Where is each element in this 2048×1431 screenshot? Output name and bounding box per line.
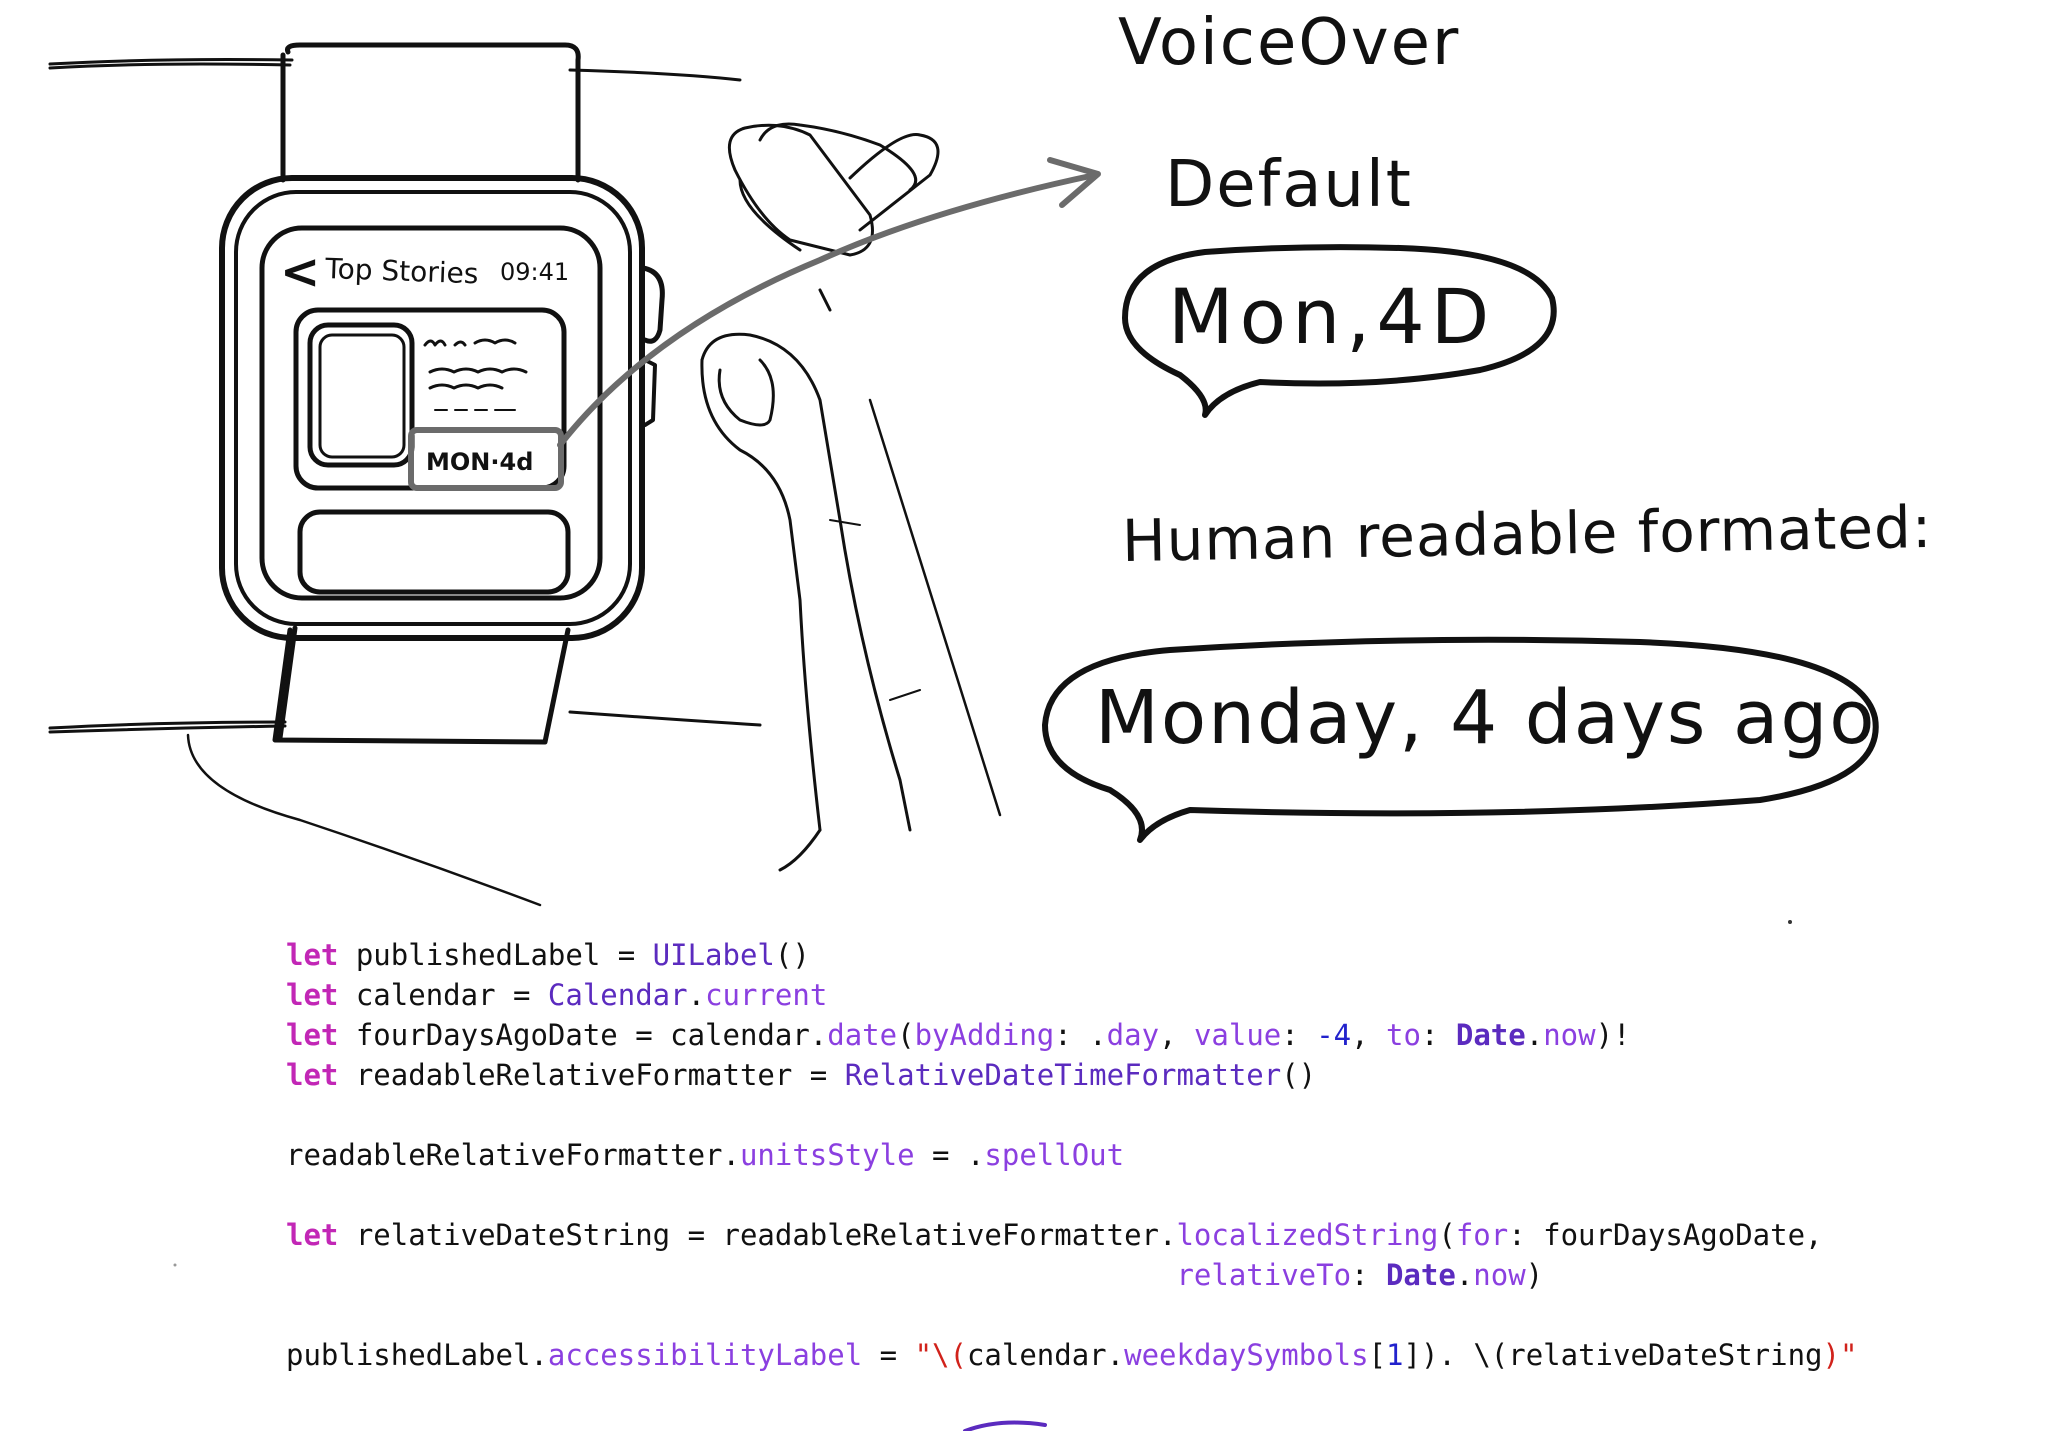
code-line-4: let readableRelativeFormatter = Relative… [286,1058,1317,1092]
human-readable-heading: Human readable formated: [1121,492,1933,576]
code-line-3: let fourDaysAgoDate = calendar.date(byAd… [286,1018,1631,1052]
watch-case [219,175,665,641]
default-heading: Default [1165,148,1413,222]
readable-speech-bubble [1042,636,1879,843]
code-line-8: publishedLabel.accessibilityLabel = "\(c… [286,1338,1858,1372]
date-highlight-box [408,427,564,491]
code-line-7: relativeTo: Date.now) [1176,1258,1544,1292]
default-speech-text: Mon,4D [1168,272,1496,361]
news-thumbnail [307,322,415,468]
wrist-sketch [48,58,762,907]
watch-strap [272,42,581,745]
watch-nav-title: Top Stories [324,252,479,290]
bottom-scribble [963,1420,1047,1431]
code-snippet: let publishedLabel = UILabel() let calend… [286,935,1857,1375]
readable-speech-text: Monday, 4 days ago [1095,675,1877,761]
default-speech-bubble [1122,244,1557,418]
code-line-1: let publishedLabel = UILabel() [286,938,810,972]
code-line-2: let calendar = Calendar.current [286,978,828,1012]
voiceover-heading: VoiceOver [1118,6,1461,80]
code-line-5: readableRelativeFormatter.unitsStyle = .… [286,1138,1125,1172]
watch-back-chevron-icon: < [280,244,320,300]
watch-date-label: MON·4d [426,448,533,476]
finger-sketch [700,122,1002,872]
watch-time: 09:41 [500,258,569,286]
news-card-2 [297,509,571,595]
arrow [557,157,1101,448]
code-line-6: let relativeDateString = readableRelativ… [286,1218,1823,1252]
